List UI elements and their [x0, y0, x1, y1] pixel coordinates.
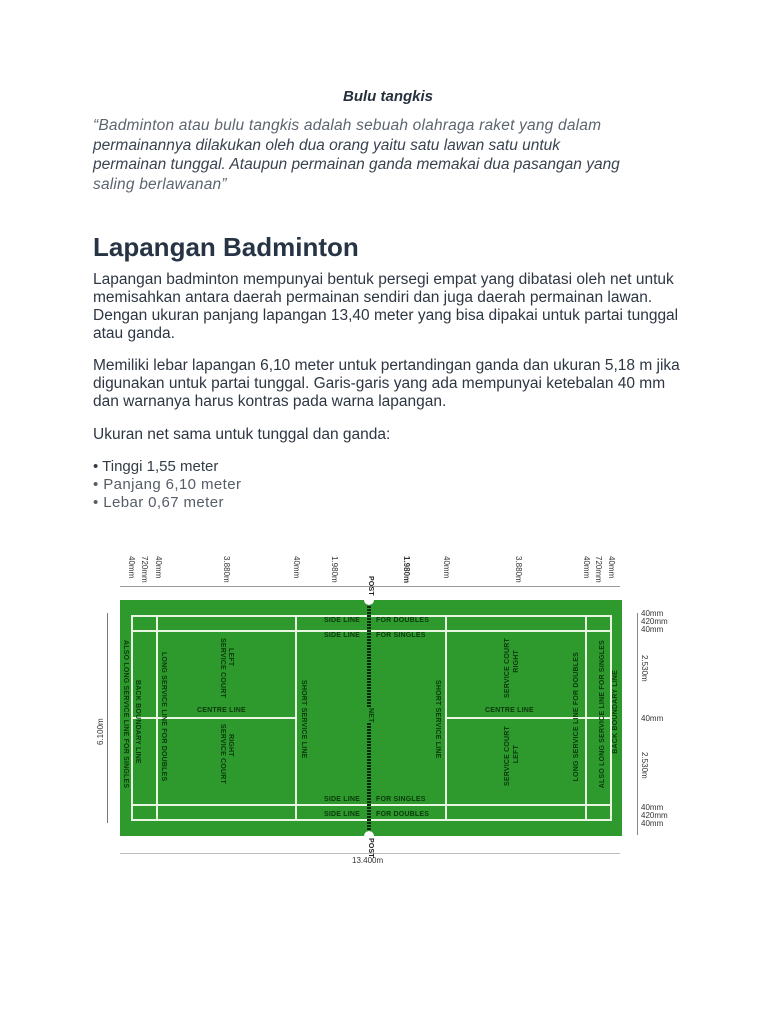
width-label: 6.100m — [96, 718, 105, 745]
post-top-icon — [364, 595, 374, 605]
label-short-service-line: SHORT SERVICE LINE — [300, 680, 307, 759]
section-heading: Lapangan Badminton — [93, 232, 359, 262]
label-post-top: POST — [367, 576, 374, 596]
side-line-doubles-bottom — [131, 819, 612, 821]
label-left-service-court: SERVICE COURT — [504, 726, 511, 787]
label-for-doubles: FOR DOUBLES — [376, 617, 430, 624]
label-also-long-service-singles: ALSO LONG SERVICE LINE FOR SINGLES — [599, 640, 606, 789]
label-right: RIGHT — [513, 650, 520, 673]
label-for-singles: FOR SINGLES — [376, 632, 426, 639]
dim-label: 40mm — [442, 556, 451, 579]
label-long-service-doubles: LONG SERVICE LINE FOR DOUBLES — [160, 652, 167, 782]
dim-label: 40mm — [641, 609, 664, 618]
label-long-service-doubles: LONG SERVICE LINE FOR DOUBLES — [573, 652, 580, 782]
top-dimension-line — [120, 586, 620, 587]
paragraph-court-shape: Lapangan badminton mempunyai bentuk pers… — [93, 271, 679, 342]
dim-label: 1.980m — [330, 556, 339, 583]
label-left: LEFT — [227, 648, 234, 667]
label-side-line: SIDE LINE — [324, 632, 361, 639]
label-net: NET — [367, 708, 374, 723]
list-item: • Tinggi 1,55 meter — [93, 458, 219, 475]
dim-label: 420mm — [641, 811, 668, 820]
label-back-boundary: BACK BOUNDARY LINE — [134, 680, 141, 764]
label-left-service-court: SERVICE COURT — [219, 638, 226, 699]
label-side-line: SIDE LINE — [324, 617, 361, 624]
quote-line: “Badminton atau bulu tangkis adalah sebu… — [93, 117, 602, 134]
dim-label: 720mm — [594, 556, 603, 583]
label-for-singles: FOR SINGLES — [376, 796, 426, 803]
document-title: Bulu tangkis — [342, 88, 433, 105]
label-right-service-court: SERVICE COURT — [504, 638, 511, 699]
label-right: RIGHT — [227, 734, 234, 757]
side-line-singles-bottom — [131, 804, 612, 806]
dim-label: 40mm — [154, 556, 163, 579]
dim-label: 40mm — [641, 714, 664, 723]
quote-line: permainannya dilakukan oleh dua orang ya… — [93, 136, 561, 154]
paragraph-court-width: Memiliki lebar lapangan 6,10 meter untuk… — [93, 357, 680, 410]
post-bottom-icon — [364, 831, 374, 841]
centre-line-right — [445, 717, 612, 719]
bottom-dimension-line — [120, 853, 620, 854]
dim-label: 40mm — [127, 556, 136, 579]
dim-label: 40mm — [641, 625, 664, 634]
side-line-doubles-top — [131, 615, 612, 617]
dim-label: 3.880m — [514, 556, 523, 583]
label-side-line: SIDE LINE — [324, 811, 361, 818]
quote-line: permainan tunggal. Ataupun permainan gan… — [93, 156, 620, 173]
label-post-bottom: POST — [367, 838, 374, 858]
label-also-long-service-singles: ALSO LONG SERVICE LINE FOR SINGLES — [122, 640, 129, 789]
quote-line: saling berlawanan” — [93, 175, 227, 193]
dim-label: 2.530m — [640, 752, 649, 779]
dim-label: 40mm — [582, 556, 591, 579]
length-label: 13.400m — [352, 856, 384, 865]
label-centre-line: CENTRE LINE — [197, 707, 246, 714]
dim-label: 40mm — [641, 803, 664, 812]
dim-label: 3.880m — [222, 556, 231, 583]
side-line-singles-top — [131, 630, 612, 632]
label-for-doubles: FOR DOUBLES — [376, 811, 430, 818]
court: SIDE LINE FOR DOUBLES SIDE LINE FOR SING… — [120, 576, 622, 858]
label-left: LEFT — [513, 745, 520, 764]
label-right-service-court: SERVICE COURT — [219, 724, 226, 785]
dim-label: 40mm — [607, 556, 616, 579]
label-centre-line: CENTRE LINE — [485, 707, 534, 714]
intro-quote: “Badminton atau bulu tangkis adalah sebu… — [93, 116, 683, 194]
paragraph-net-intro: Ukuran net sama untuk tunggal dan ganda: — [93, 426, 391, 443]
dim-label: 1.980m — [402, 556, 411, 584]
label-side-line: SIDE LINE — [324, 796, 361, 803]
dim-label: 420mm — [641, 617, 668, 626]
dim-label: 40mm — [292, 556, 301, 579]
list-item: • Panjang 6,10 meter — [93, 476, 242, 493]
centre-line-left — [131, 717, 297, 719]
label-short-service-line: SHORT SERVICE LINE — [434, 680, 441, 759]
label-back-boundary: BACK BOUNDARY LINE — [612, 670, 619, 754]
left-dimension-line — [107, 613, 108, 823]
dim-label: 720mm — [140, 556, 149, 583]
dim-label: 2.530m — [640, 655, 649, 682]
net-size-list: • Tinggi 1,55 meter • Panjang 6,10 meter… — [93, 458, 241, 512]
dim-label: 40mm — [641, 819, 664, 828]
list-item: • Lebar 0,67 meter — [93, 494, 224, 511]
right-dimension-line — [637, 613, 638, 835]
